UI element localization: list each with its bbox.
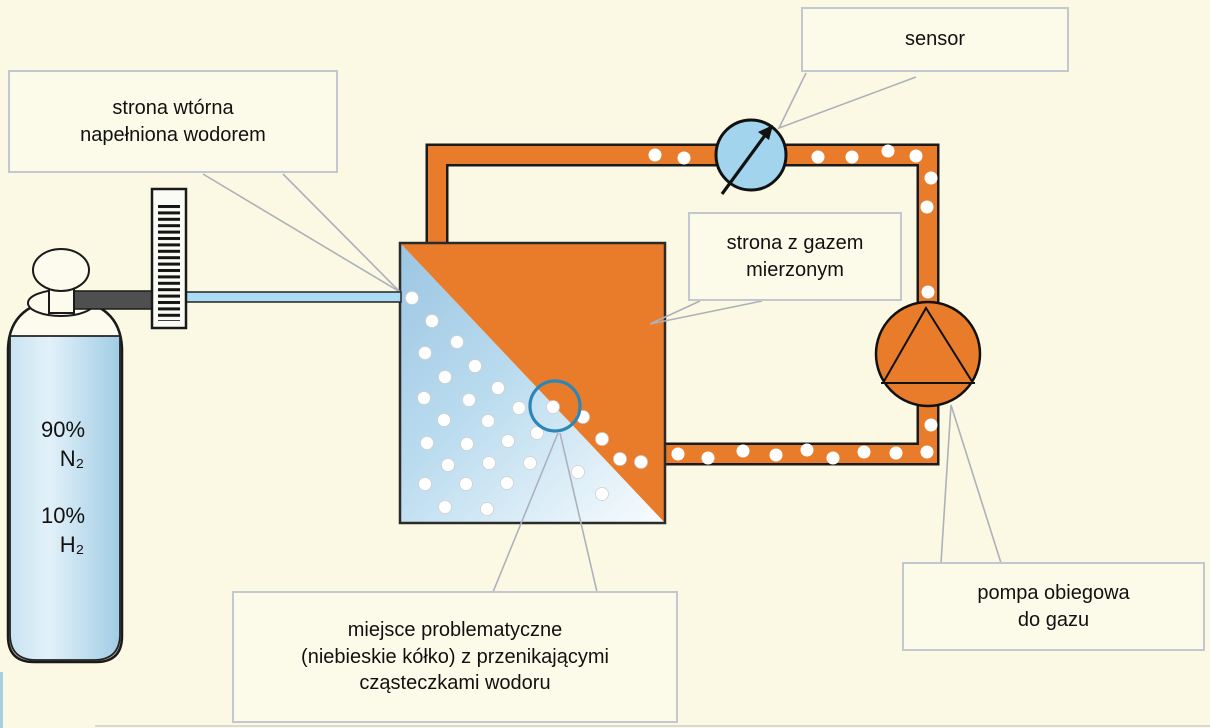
gas-molecule-dot	[920, 445, 934, 459]
gas-molecule-dot	[418, 477, 432, 491]
sensor-needle-arrowhead	[758, 125, 773, 140]
label-strona-z-gazem: strona z gazem mierzonym	[688, 212, 902, 301]
leader-strona-wtorna	[202, 173, 401, 293]
gas-molecule-dot	[418, 346, 432, 360]
gas-molecule-dot	[595, 432, 609, 446]
label-miejsce-problematyczne: miejsce problematyczne (niebieskie kółko…	[232, 591, 678, 723]
leader-strona-gaz	[649, 300, 763, 325]
gas-molecule-dot	[425, 314, 439, 328]
gas-molecule-dot	[500, 476, 514, 490]
gas-molecule-dot	[736, 444, 750, 458]
cylinder-label-h2: H₂	[60, 532, 84, 557]
label-sensor: sensor	[801, 7, 1069, 72]
cylinder-label-n2: N₂	[60, 446, 84, 471]
gas-molecule-dot	[501, 434, 515, 448]
pipe-fill	[428, 146, 937, 463]
regulator-stripes	[158, 205, 180, 321]
gas-molecule-dot	[595, 487, 609, 501]
gas-molecule-dot	[648, 148, 662, 162]
sensor-needle	[720, 133, 768, 195]
gas-molecule-dot	[482, 456, 496, 470]
leader-miejsce	[492, 432, 598, 593]
gas-molecule-dot	[462, 393, 476, 407]
hydrogen-side-triangle	[401, 244, 664, 522]
gas-molecule-dot	[481, 414, 495, 428]
gas-cylinder: 90% N₂ 10% H₂	[6, 248, 159, 664]
gas-molecule-dot	[800, 443, 814, 457]
gas-molecule-dot	[523, 456, 537, 470]
label-strona-wtorna: strona wtórna napełniona wodorem	[8, 70, 338, 173]
gas-molecule-dot	[420, 436, 434, 450]
pipe-gas-molecule-dots	[648, 144, 938, 465]
problem-spot-circle	[528, 379, 582, 433]
gas-molecule-dot	[924, 418, 938, 432]
gas-molecule-dot	[634, 455, 648, 469]
gas-molecule-dot	[889, 446, 903, 460]
gas-molecule-dot	[881, 144, 895, 158]
gas-molecule-dot	[460, 437, 474, 451]
gas-molecule-dot	[613, 452, 627, 466]
gas-molecule-dot	[921, 285, 935, 299]
gas-molecule-dot	[769, 448, 783, 462]
gas-molecule-dot	[530, 426, 544, 440]
gas-molecule-dot	[491, 381, 505, 395]
gas-molecule-dot	[857, 445, 871, 459]
diffusion-cell-border	[398, 241, 667, 525]
gas-molecule-dot	[450, 335, 464, 349]
gas-molecule-dot	[701, 451, 715, 465]
gas-molecule-dot	[811, 150, 825, 164]
gas-molecule-dot	[459, 477, 473, 491]
gas-molecule-dot	[909, 149, 923, 163]
gas-molecule-dot	[826, 451, 840, 465]
gas-molecule-dot	[924, 171, 938, 185]
gas-molecule-dot	[468, 359, 482, 373]
cylinder-label-90: 90%	[41, 417, 85, 442]
pressure-regulator	[150, 187, 188, 330]
gas-molecule-dot	[677, 151, 691, 165]
leader-pompa	[940, 404, 1002, 564]
gas-loop-pipe	[425, 143, 940, 466]
supply-pipe-dark	[69, 290, 159, 310]
gas-molecule-dot	[671, 447, 685, 461]
gas-molecule-dot	[512, 401, 526, 415]
gas-molecule-dot	[438, 370, 452, 384]
gas-molecule-dot	[845, 150, 859, 164]
capillary-tube	[185, 291, 402, 303]
gas-molecule-dot	[546, 400, 560, 414]
sensor-gauge	[714, 118, 788, 195]
diffusion-cell	[398, 241, 667, 525]
gas-molecule-dot	[480, 502, 494, 516]
circulation-pump	[874, 300, 982, 408]
leader-sensor	[777, 72, 917, 130]
gas-molecule-dot	[920, 200, 934, 214]
label-pompa-obiegowa: pompa obiegowa do gazu	[902, 562, 1205, 651]
valve-knob	[32, 248, 90, 292]
gas-molecule-dot	[437, 413, 451, 427]
gas-molecule-dot	[441, 458, 455, 472]
gas-molecule-dot	[571, 465, 585, 479]
gas-molecule-dot	[417, 391, 431, 405]
cylinder-gas-fill	[9, 335, 121, 661]
gas-molecule-dot	[438, 500, 452, 514]
gas-molecule-dot	[405, 291, 419, 305]
cylinder-label-10: 10%	[41, 503, 85, 528]
